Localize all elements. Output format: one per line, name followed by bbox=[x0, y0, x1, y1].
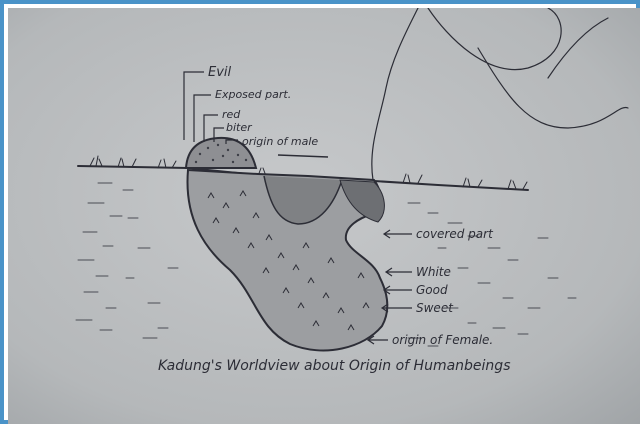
label-bitter: biter bbox=[226, 121, 253, 134]
label-covered-part: covered part bbox=[416, 227, 494, 241]
sketch-photo: Evil Exposed part. red biter origin of m… bbox=[8, 8, 640, 424]
label-sweet: Sweet bbox=[416, 301, 454, 315]
label-exposed-part: Exposed part. bbox=[215, 88, 291, 101]
label-origin-of-male: origin of male bbox=[242, 135, 318, 148]
label-red: red bbox=[222, 108, 241, 121]
label-evil: Evil bbox=[208, 65, 232, 80]
caption: Kadung's Worldview about Origin of Human… bbox=[158, 358, 511, 374]
label-origin-of-female: origin of Female. bbox=[392, 333, 493, 347]
label-white: White bbox=[416, 265, 451, 279]
sketch-drawing: Evil Exposed part. red biter origin of m… bbox=[8, 8, 640, 424]
label-good: Good bbox=[416, 283, 448, 297]
